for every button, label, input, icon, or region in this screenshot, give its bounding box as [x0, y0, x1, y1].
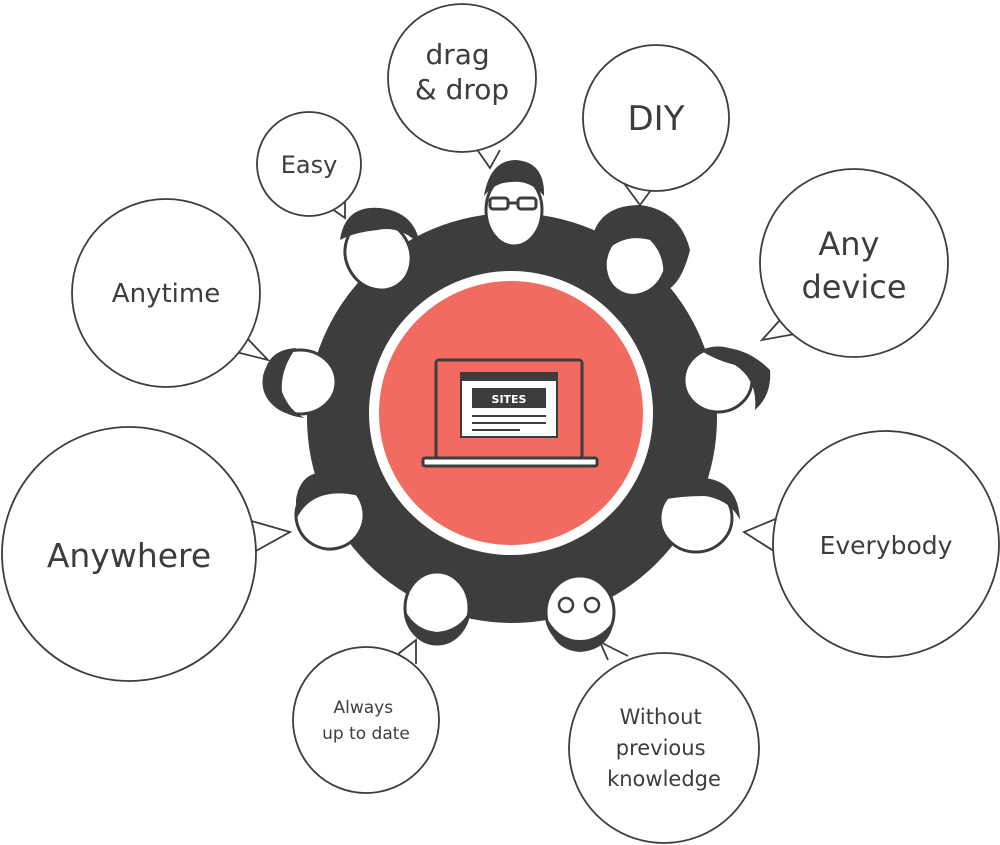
person-lower-left: [294, 471, 372, 551]
person-bottom-right: [544, 574, 616, 652]
bubble-any-device: [759, 168, 949, 358]
bubble-everybody-text: Everybody: [820, 531, 953, 560]
bubble-diy-text: DIY: [628, 99, 685, 139]
sites-label: SITES: [492, 393, 527, 406]
bubble-without-previous-knowledge: [568, 640, 760, 844]
bubble-always-line2: up to date: [322, 724, 410, 744]
bubble-any-device-line2: device: [801, 268, 906, 306]
bubble-anywhere: [1, 426, 293, 682]
bubble-anytime: [71, 198, 271, 388]
person-upper-left: [340, 207, 420, 292]
person-upper-right: [592, 205, 690, 297]
center-emblem: SITES: [369, 271, 653, 555]
bubble-drag-drop-line1: drag: [425, 38, 489, 71]
bubble-diy: [582, 44, 730, 207]
person-left: [262, 348, 338, 418]
person-lower-right: [658, 478, 740, 554]
bubble-without-line3: knowledge: [607, 767, 721, 791]
svg-text:Any device: Any device: [801, 225, 906, 306]
bubble-without-line1: Without: [620, 705, 702, 729]
svg-text:Always up to date: Always up to date: [322, 698, 410, 744]
bubble-always-up-to-date: [292, 638, 440, 794]
bubble-easy: [256, 111, 362, 220]
svg-text:Without previous knowl: Without previous knowledge: [607, 705, 721, 791]
bubble-everybody: [742, 430, 1000, 658]
bubble-drag-drop: [387, 3, 537, 170]
bubble-anytime-text: Anytime: [112, 279, 220, 309]
bubble-anywhere-text: Anywhere: [47, 536, 211, 575]
person-right: [682, 346, 771, 414]
laptop-icon: SITES: [421, 358, 599, 468]
bubble-any-device-line1: Any: [818, 225, 879, 263]
svg-text:drag & drop: drag & drop: [415, 38, 509, 106]
bubble-easy-text: Easy: [281, 151, 338, 179]
sites-label-box: [472, 388, 546, 408]
bubble-drag-drop-line2: & drop: [415, 73, 509, 106]
person-bottom-left: [403, 570, 471, 646]
bubble-always-line1: Always: [334, 698, 394, 718]
bubble-without-line2: previous: [616, 736, 706, 760]
